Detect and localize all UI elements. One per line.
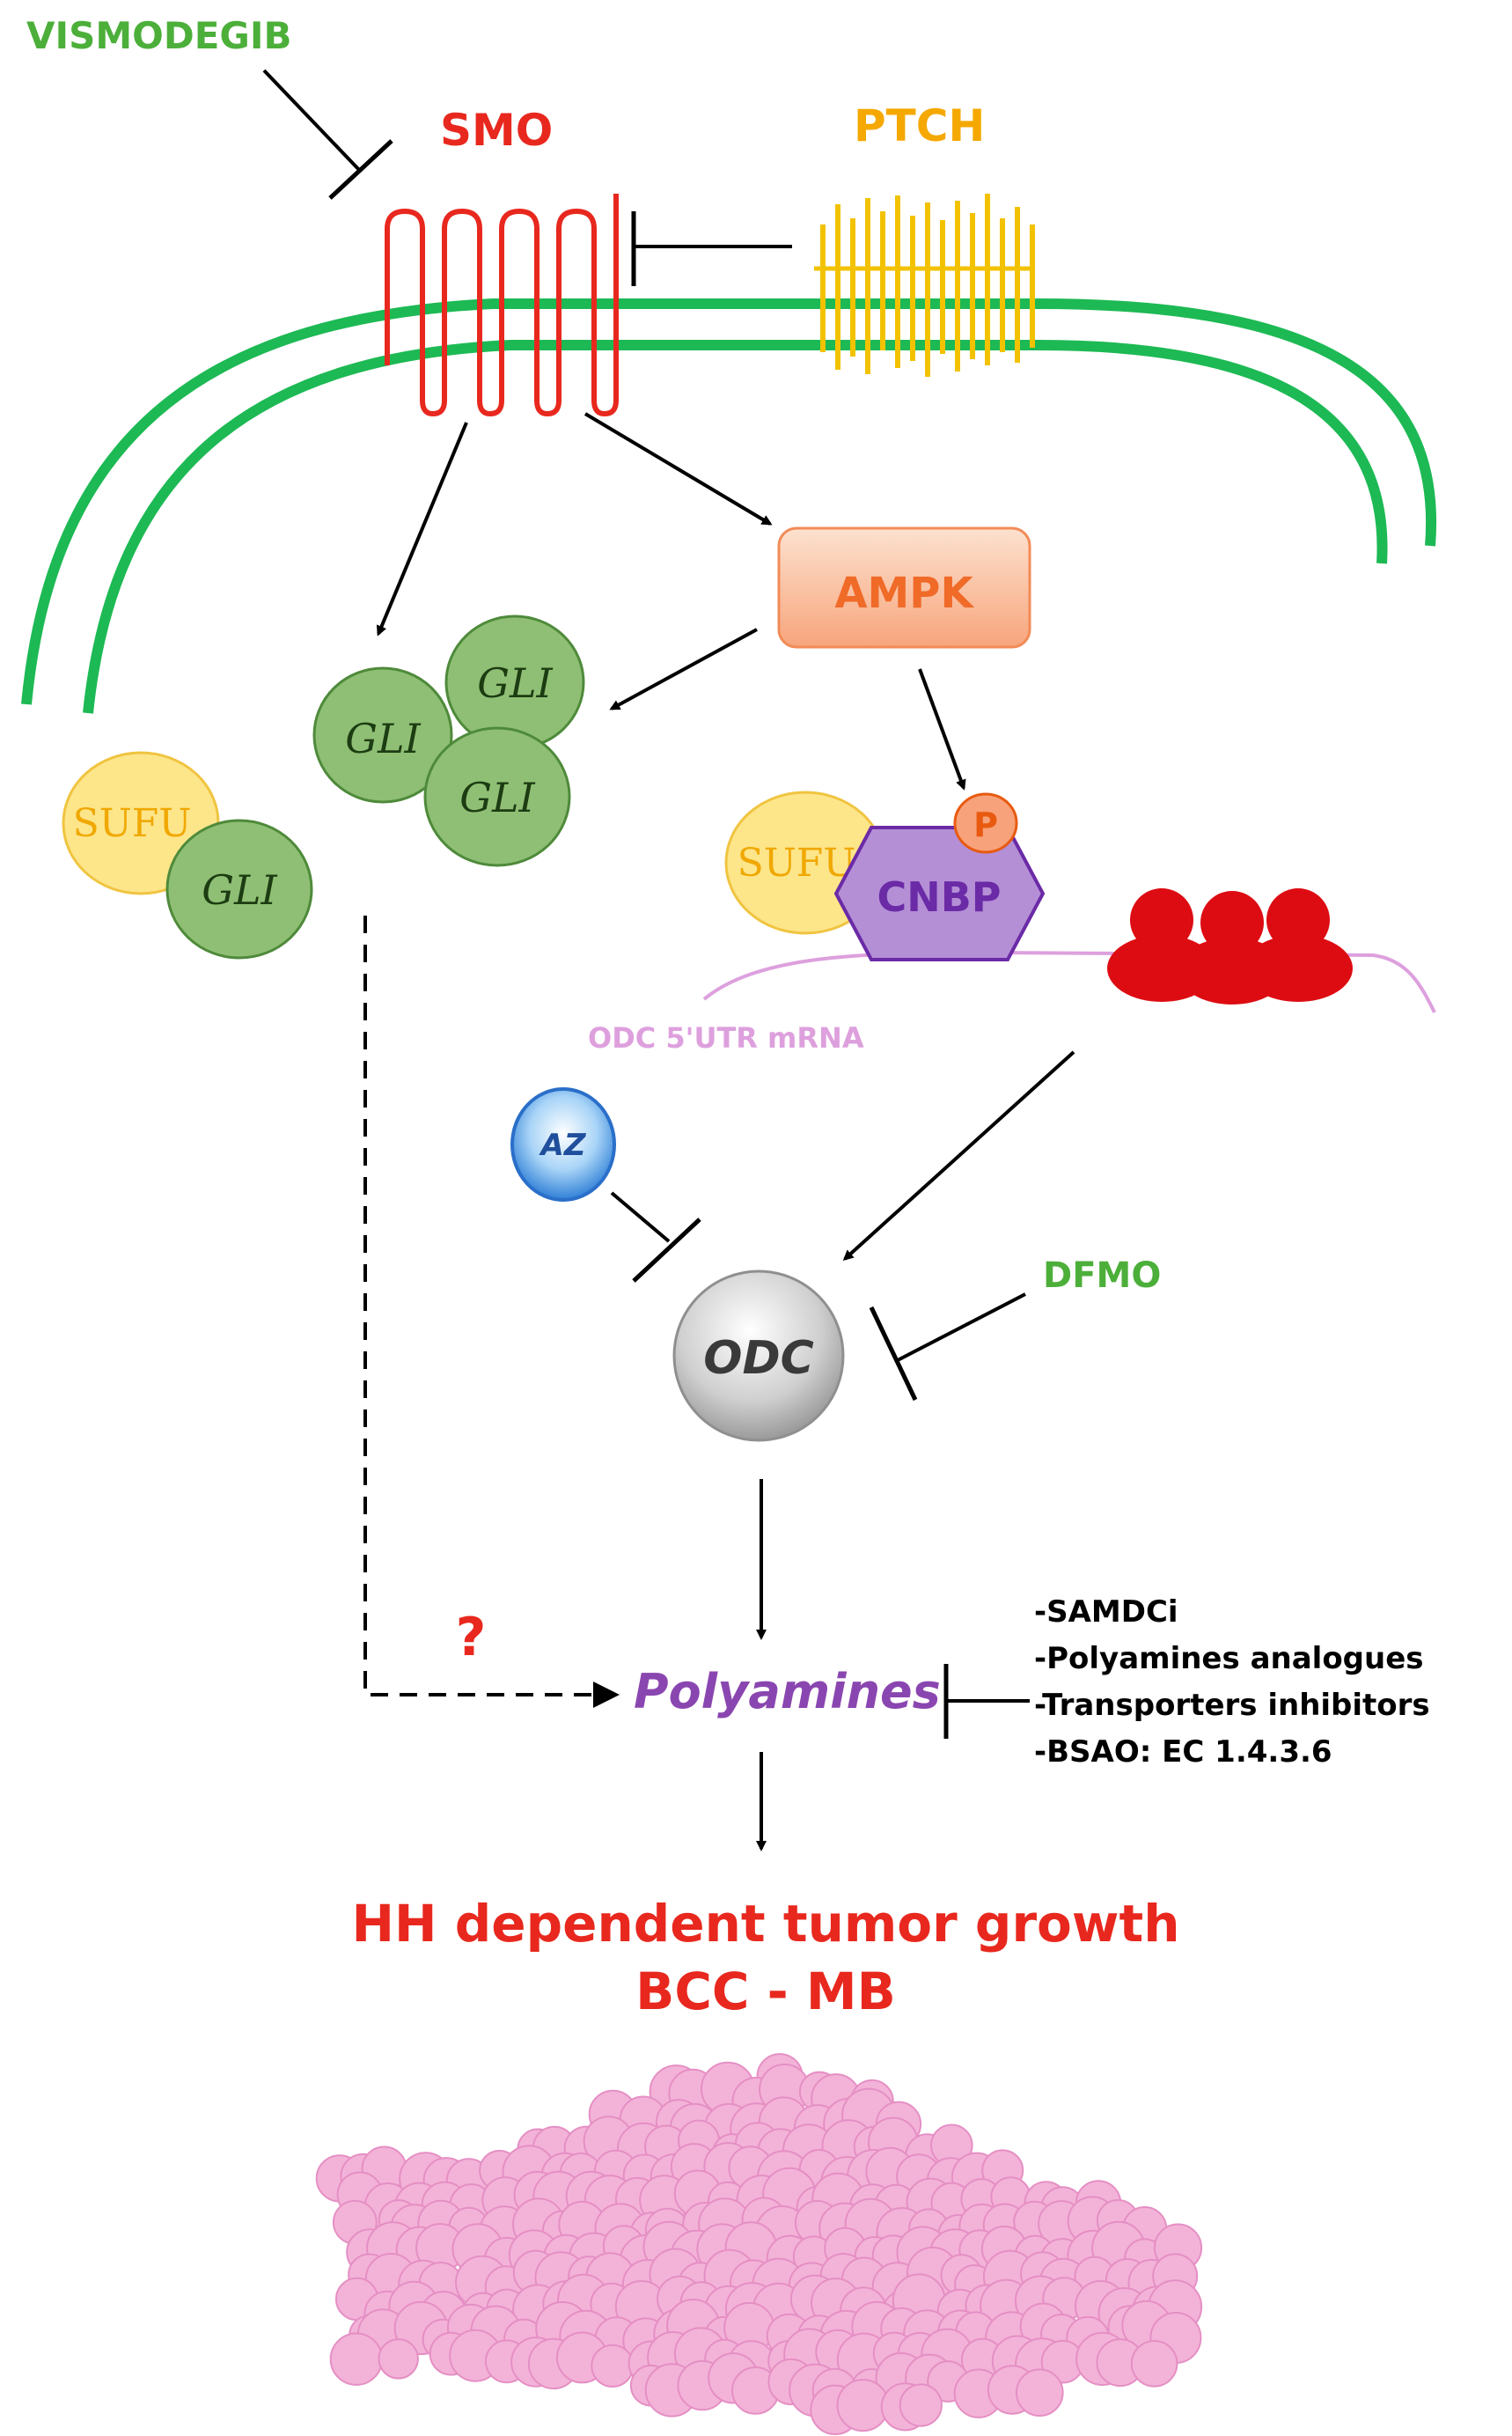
phospho-circle	[953, 792, 1018, 854]
az-antizyme: AZ	[510, 1087, 616, 1202]
outcome-line-2: BCC - MB	[635, 1961, 896, 2021]
mrna-label: ODC 5'UTR mRNA	[588, 1021, 864, 1055]
outcome-line-1: HH dependent tumor growth	[352, 1894, 1180, 1954]
phospho-label: P	[973, 806, 998, 844]
polyamines-label: Polyamines	[634, 1664, 941, 1719]
tumor-cell	[378, 2338, 419, 2380]
sufu-cnbp-complex: SUFU CNBP P	[724, 791, 1046, 961]
gli-label-c: GLI	[459, 774, 535, 821]
tumor-cell	[1016, 2368, 1064, 2417]
ribosome-small-subunit	[1200, 891, 1264, 954]
sufu-right-label: SUFU	[738, 841, 856, 886]
question-mark: ?	[456, 1607, 487, 1668]
smo-receptor	[385, 194, 619, 417]
dfmo-label: DFMO	[1043, 1255, 1161, 1296]
tumor-cell	[1130, 2340, 1178, 2388]
inhibitor-item: -Polyamines analogues	[1034, 1641, 1424, 1676]
gli-left-label: GLI	[202, 866, 277, 914]
vismodegib-inhibition	[262, 69, 393, 200]
ptch-inhibits-smo	[631, 211, 792, 286]
ribosome-small-subunit	[1266, 888, 1330, 952]
arrow-smo-to-ampk	[584, 412, 773, 526]
tumor-cell	[591, 2344, 635, 2388]
az-label: AZ	[539, 1128, 587, 1163]
sufu-left-label: SUFU	[73, 801, 192, 846]
arrow-ampk-to-gli	[609, 628, 758, 710]
tumor-cell	[899, 2383, 943, 2427]
az-inhibits-odc	[610, 1191, 701, 1283]
ampk-box: AMPK	[777, 526, 1031, 649]
sufu-gli-complex: SUFU GLI	[62, 751, 313, 960]
gli-label-a: GLI	[345, 715, 421, 762]
polyamine-inhibition	[943, 1664, 1030, 1739]
tumor-cell	[836, 2379, 890, 2432]
arrow-ampk-to-cnbp	[918, 668, 966, 791]
ptch-receptor	[814, 194, 1035, 377]
odc-label: ODC	[703, 1332, 814, 1385]
inhibitor-list: -SAMDCi -Polyamines analogues -Transport…	[1034, 1594, 1430, 1770]
dashed-gli-to-polyamines	[363, 916, 620, 1708]
ptch-label: PTCH	[854, 100, 985, 151]
inhibitor-item: -SAMDCi	[1034, 1594, 1178, 1630]
ampk-label: AMPK	[834, 569, 974, 618]
tumor-cell	[329, 2332, 384, 2386]
ribosomes	[1107, 888, 1353, 1005]
ribosome-large-subunit	[1244, 935, 1353, 1002]
gli-label-b: GLI	[477, 659, 553, 707]
tumor-cell-mass	[315, 2053, 1203, 2436]
ribosome-small-subunit	[1130, 888, 1193, 952]
dfmo-inhibits-odc	[869, 1292, 1026, 1402]
odc-enzyme: ODC	[672, 1270, 845, 1442]
arrow-smo-to-gli	[376, 422, 468, 637]
arrow-translation-to-odc	[842, 1050, 1075, 1262]
inhibitor-item: -Transporters inhibitors	[1034, 1688, 1430, 1723]
vismodegib-label: VISMODEGIB	[26, 14, 292, 57]
cnbp-label: CNBP	[877, 873, 1001, 921]
smo-label: SMO	[440, 105, 553, 156]
inhibitor-item: -BSAO: EC 1.4.3.6	[1034, 1734, 1332, 1770]
cell-membrane	[21, 298, 1437, 714]
gli-complex: GLI GLI GLI	[312, 615, 585, 867]
